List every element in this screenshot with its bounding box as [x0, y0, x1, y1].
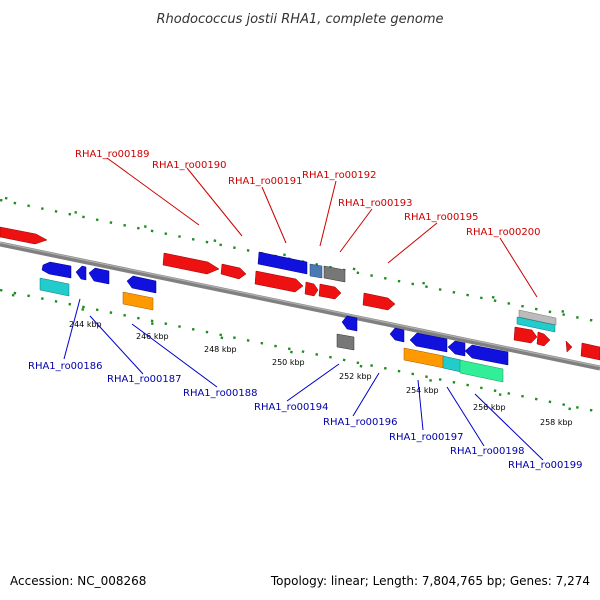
tick-label: 258 kbp	[540, 418, 573, 427]
gene-label[interactable]: RHA1_ro00191	[228, 176, 303, 187]
top-gene-labels: RHA1_ro00189 RHA1_ro00190 RHA1_ro00191 R…	[75, 149, 541, 238]
gene-feature-blue[interactable]	[409, 332, 448, 353]
top-leader-lines	[106, 157, 538, 298]
gene-label[interactable]: RHA1_ro00195	[404, 212, 479, 223]
gene-feature-red[interactable]	[0, 226, 48, 245]
gene-feature-red[interactable]	[580, 342, 600, 361]
gene-feature-red[interactable]	[220, 263, 247, 280]
gene-feature-red[interactable]	[536, 331, 551, 347]
gene-label[interactable]: RHA1_ro00194	[254, 402, 329, 413]
gene-feature-red[interactable]	[304, 281, 319, 297]
gene-label[interactable]: RHA1_ro00193	[338, 198, 413, 209]
gene-feature-cyan[interactable]	[516, 316, 556, 333]
gene-label[interactable]: RHA1_ro00189	[75, 149, 150, 160]
gene-label[interactable]: RHA1_ro00186	[28, 361, 103, 372]
gene-label[interactable]: RHA1_ro00192	[302, 170, 377, 181]
gene-feature-lightgray[interactable]	[518, 309, 557, 326]
gene-label[interactable]: RHA1_ro00187	[107, 374, 182, 385]
gene-feature-orange[interactable]	[403, 347, 445, 369]
gene-feature-red[interactable]	[565, 340, 573, 353]
gene-label[interactable]: RHA1_ro00197	[389, 432, 464, 443]
lower-tick-row	[0, 288, 600, 417]
genome-title: Rhodococcus jostii RHA1, complete genome	[157, 12, 444, 27]
gene-feature-blue[interactable]	[88, 267, 110, 285]
tick-label: 244 kbp	[69, 320, 102, 329]
gene-feature-red[interactable]	[254, 270, 304, 293]
gene-feature-blue[interactable]	[257, 251, 308, 275]
gene-feature-steelblue[interactable]	[309, 263, 323, 279]
gene-label[interactable]: RHA1_ro00200	[466, 227, 541, 238]
bottom-leader-lines	[63, 298, 544, 461]
gene-feature-blue[interactable]	[41, 261, 72, 279]
gene-label[interactable]: RHA1_ro00198	[450, 446, 525, 457]
gene-feature-gray[interactable]	[336, 333, 355, 351]
gene-feature-red[interactable]	[318, 283, 342, 300]
upper-tick-row	[0, 196, 600, 324]
gene-feature-red[interactable]	[362, 292, 396, 311]
gene-feature-blue[interactable]	[389, 327, 405, 343]
gene-feature-red[interactable]	[513, 326, 538, 344]
gene-feature-green[interactable]	[459, 359, 504, 383]
genome-summary: Topology: linear; Length: 7,804,765 bp; …	[270, 574, 590, 588]
tick-label: 246 kbp	[136, 332, 169, 341]
gene-label[interactable]: RHA1_ro00196	[323, 417, 398, 428]
tick-label: 254 kbp	[406, 386, 439, 395]
genome-backbone	[0, 241, 600, 371]
gene-feature-orange[interactable]	[122, 291, 154, 311]
gene-feature-red[interactable]	[162, 252, 220, 275]
gene-feature-cyan[interactable]	[39, 277, 70, 297]
gene-feature-blue[interactable]	[75, 265, 87, 281]
tick-label: 248 kbp	[204, 345, 237, 354]
tick-label: 250 kbp	[272, 358, 305, 367]
gene-feature-blue[interactable]	[341, 315, 358, 332]
gene-feature-cyan[interactable]	[442, 355, 462, 373]
gene-label[interactable]: RHA1_ro00188	[183, 388, 258, 399]
gene-feature-gray[interactable]	[323, 265, 346, 283]
accession-text: Accession: NC_008268	[10, 574, 146, 588]
bottom-gene-labels: RHA1_ro00186 RHA1_ro00187 RHA1_ro00188 R…	[28, 361, 583, 471]
gene-feature-blue[interactable]	[126, 275, 157, 294]
gene-features	[0, 226, 600, 383]
gene-label[interactable]: RHA1_ro00190	[152, 160, 227, 171]
tick-label: 252 kbp	[339, 372, 372, 381]
gene-feature-blue[interactable]	[447, 340, 466, 357]
gene-feature-blue[interactable]	[464, 344, 509, 366]
gene-label[interactable]: RHA1_ro00199	[508, 460, 583, 471]
